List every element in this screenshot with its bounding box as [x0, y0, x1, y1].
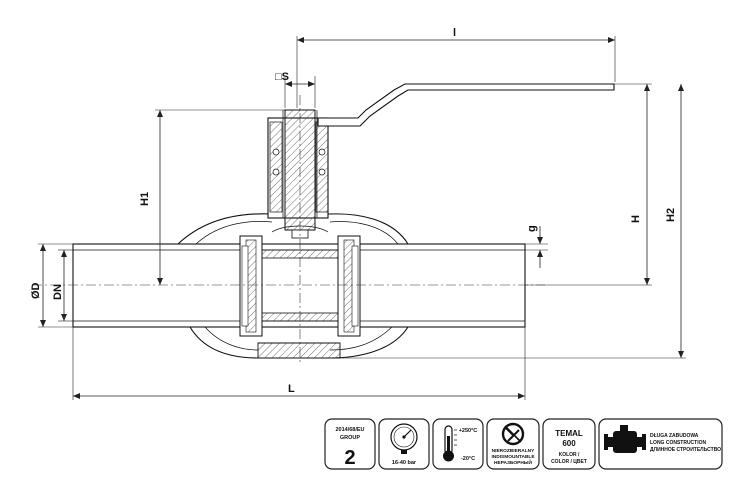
pressure-gauge-icon — [390, 423, 418, 454]
dim-l: l — [296, 27, 616, 108]
dim-h1: H1 — [139, 109, 285, 285]
svg-text:COLOR / ЦВЕТ: COLOR / ЦВЕТ — [551, 459, 587, 465]
label-dn: DN — [52, 284, 64, 300]
dim-s: □S — [275, 71, 316, 108]
svg-text:16-40 bar: 16-40 bar — [392, 460, 417, 466]
svg-text:NIEROZBIERALNY: NIEROZBIERALNY — [492, 448, 535, 454]
label-g: g — [526, 225, 538, 232]
label-L: L — [288, 383, 295, 395]
label-h1: H1 — [139, 192, 151, 206]
dim-L: L — [72, 327, 526, 400]
dim-od: ØD — [30, 243, 73, 328]
label-s: □S — [275, 71, 289, 83]
badge-indismountable: NIEROZBIERALNY INDISMOUNTABLE НЕРАЗБОРНЫ… — [486, 418, 540, 470]
label-h2: H2 — [665, 208, 677, 222]
svg-text:НЕРАЗБОРНЫЙ: НЕРАЗБОРНЫЙ — [494, 458, 532, 466]
dim-g: g — [525, 225, 548, 268]
svg-text:600: 600 — [562, 439, 576, 448]
svg-text:LONG CONSTRUCTION: LONG CONSTRUCTION — [650, 440, 706, 446]
seat-right — [337, 235, 361, 337]
badge-group: 2014/68/EU GROUP 2 — [324, 418, 376, 470]
badge-temperature: +250°C -20°C — [432, 418, 484, 470]
svg-text:KOLOR /: KOLOR / — [559, 452, 580, 458]
dim-h: H — [525, 83, 652, 286]
svg-text:GROUP: GROUP — [340, 435, 361, 441]
svg-text:TEMAL: TEMAL — [555, 429, 583, 438]
badge-long-construction: DŁUGA ZABUDOWA LONG CONSTRUCTION ДЛИННОЕ… — [598, 418, 723, 470]
badge-color: TEMAL 600 KOLOR / COLOR / ЦВЕТ — [542, 418, 596, 470]
label-od: ØD — [30, 282, 42, 299]
svg-text:INDISMOUNTABLE: INDISMOUNTABLE — [491, 454, 535, 460]
thermometer-icon — [443, 425, 457, 462]
svg-text:ДЛИННОЕ СТРОИТЕЛЬСТВО: ДЛИННОЕ СТРОИТЕЛЬСТВО — [650, 447, 721, 453]
long-valve-icon — [604, 425, 646, 453]
svg-text:DŁUGA ZABUDOWA: DŁUGA ZABUDOWA — [650, 433, 699, 439]
svg-text:-20°C: -20°C — [461, 456, 475, 462]
dim-h2: H2 — [340, 84, 686, 359]
handle-lever — [317, 83, 615, 127]
group-value: 2 — [344, 447, 355, 469]
no-dismount-icon — [501, 422, 525, 446]
svg-text:+250°C: +250°C — [459, 428, 478, 434]
label-h: H — [630, 215, 642, 223]
svg-text:2014/68/EU: 2014/68/EU — [335, 427, 364, 433]
seat-left — [239, 235, 263, 337]
badge-pressure: 16-40 bar — [378, 418, 430, 470]
dim-dn: DN — [52, 249, 73, 322]
label-l: l — [453, 27, 456, 39]
